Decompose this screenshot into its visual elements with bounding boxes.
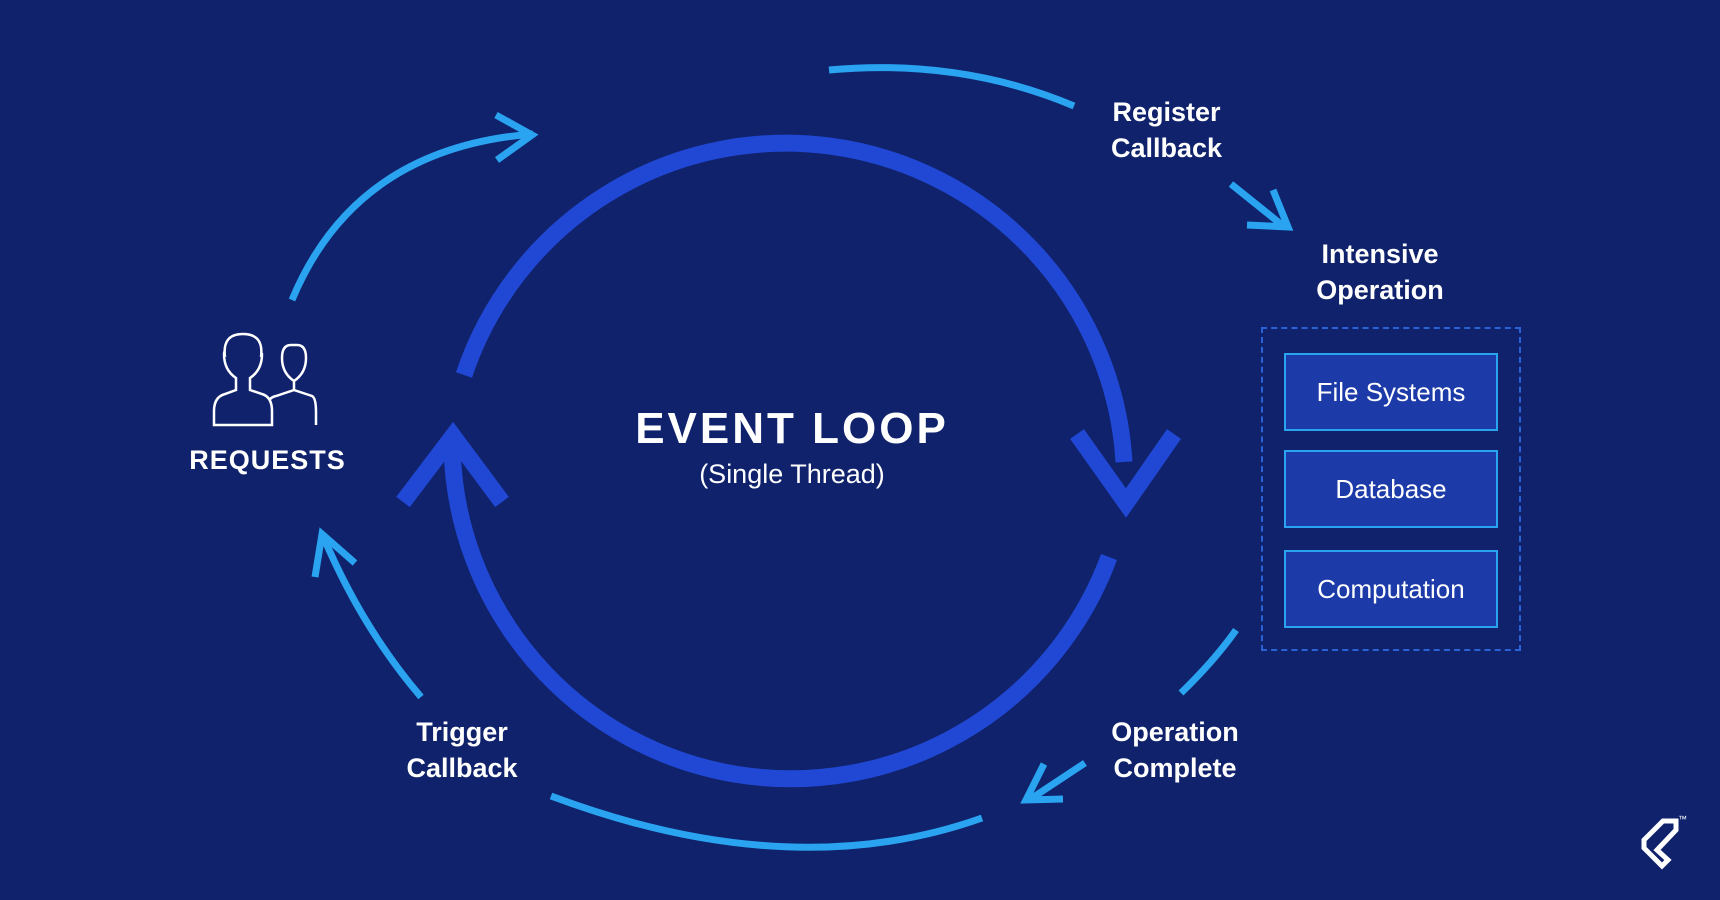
register-callback-arc — [828, 64, 1076, 110]
operation-file-systems: File Systems — [1284, 353, 1498, 431]
trigger-callback-line-1: Trigger — [416, 717, 508, 747]
trigger-callback-line-2: Callback — [406, 753, 518, 783]
register-callback-arrowhead — [1246, 188, 1294, 231]
toptal-logo: ™ — [1641, 814, 1687, 870]
trademark-symbol: ™ — [1678, 814, 1687, 824]
intensive-operations-group: File Systems Database Computation — [1261, 327, 1521, 651]
operation-complete-arc — [1178, 627, 1239, 696]
operation-database: Database — [1284, 450, 1498, 528]
register-callback-line-2: Callback — [1110, 133, 1223, 163]
requests-to-loop-arrow — [288, 130, 534, 302]
register-callback-label: Register Callback — [1074, 94, 1259, 166]
operation-complete-line-1: Operation — [1111, 717, 1239, 747]
operation-complete-arrowhead — [1020, 762, 1064, 804]
event-loop-arc-top — [455, 134, 1133, 463]
event-loop-subtitle: (Single Thread) — [699, 459, 885, 489]
intensive-operation-line-2: Operation — [1316, 275, 1444, 305]
intensive-operation-line-1: Intensive — [1321, 239, 1439, 269]
trigger-callback-label: Trigger Callback — [382, 714, 542, 786]
intensive-operation-label: Intensive Operation — [1280, 236, 1480, 308]
trigger-to-requests-arrow — [319, 534, 424, 700]
operation-computation: Computation — [1284, 550, 1498, 628]
event-loop-arc-bottom — [443, 446, 1117, 788]
users-icon — [212, 332, 318, 427]
operation-complete-label: Operation Complete — [1080, 714, 1270, 786]
register-callback-arrow-shaft — [1228, 181, 1285, 228]
operation-complete-line-2: Complete — [1113, 753, 1237, 783]
loop-arrowhead-down — [1070, 429, 1181, 518]
bottom-return-arc — [549, 792, 984, 851]
requests-to-loop-arrowhead — [494, 111, 539, 163]
requests-label: REQUESTS — [189, 445, 346, 475]
register-callback-line-1: Register — [1112, 97, 1221, 127]
trigger-to-requests-arrowhead — [311, 527, 358, 578]
event-loop-title: EVENT LOOP — [635, 404, 949, 453]
operation-complete-arrow-shaft — [1030, 760, 1087, 801]
loop-arrowhead-up — [396, 421, 509, 508]
